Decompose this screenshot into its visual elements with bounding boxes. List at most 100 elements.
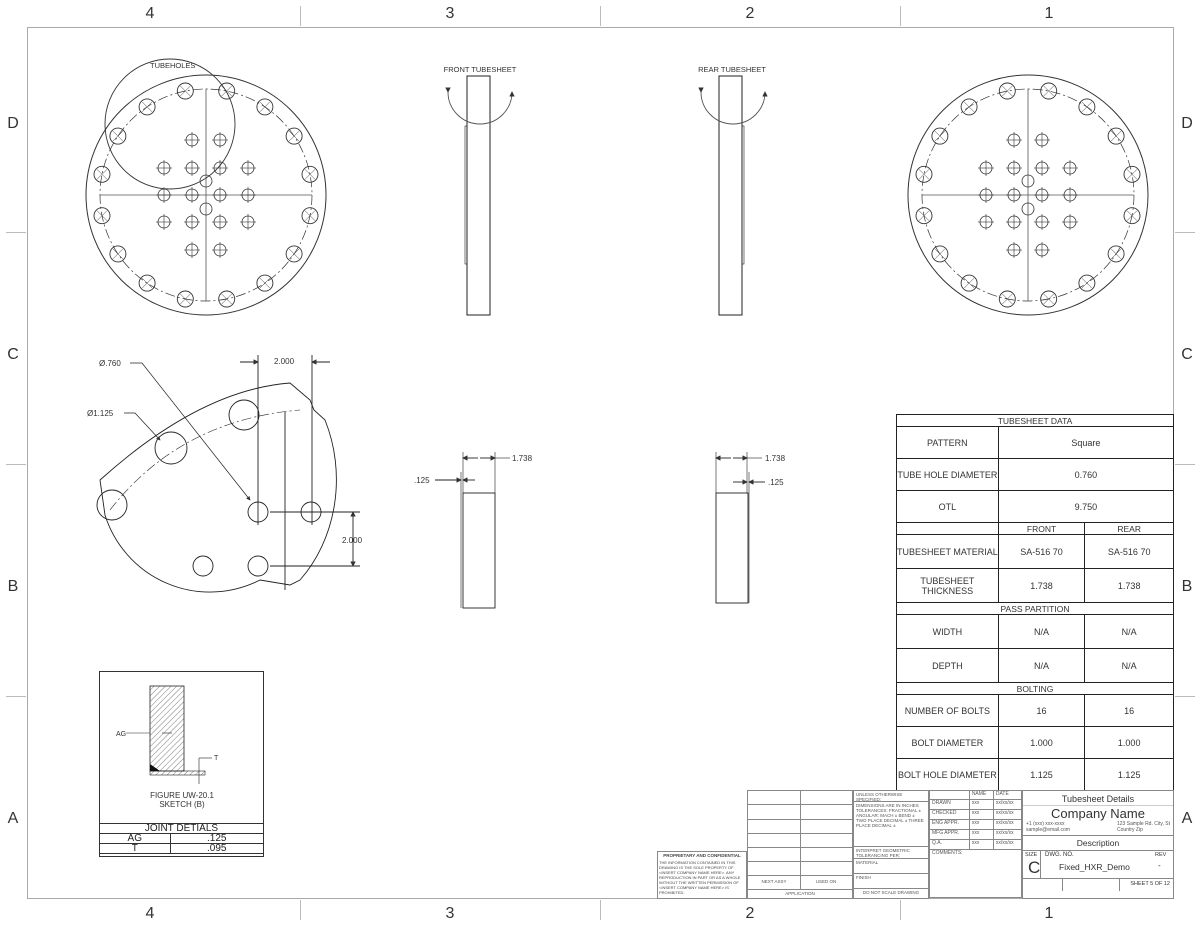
weld-label-ag: AG [116,731,126,738]
joint-row-value: .095 [169,843,265,854]
zone-col-1-top: 1 [1044,5,1054,22]
detail-circle [104,58,236,190]
tsd-col-front: FRONT [997,522,1086,535]
zone-divider [300,900,301,920]
tsd-rear: 1.000 [1084,726,1174,759]
rear-thickness-dim: 1.738 [765,454,786,463]
tsd-front: 1.125 [997,758,1086,791]
tsd-front: 16 [997,694,1086,727]
figure-subtitle: SKETCH (B) [159,800,205,809]
zone-divider [900,900,901,920]
rear-section-view [715,452,765,604]
joint-row-name: T [99,843,171,854]
zone-divider [900,6,901,26]
zone-divider [600,900,601,920]
company-address1: 123 Sample Rd. City, St [1117,821,1170,827]
proprietary-title: PROPRIETARY AND CONFIDENTIAL [663,853,741,858]
tsd-title: TUBESHEET DATA [896,414,1174,427]
joint-row-name: AG [99,833,171,844]
proprietary-notice: PROPRIETARY AND CONFIDENTIAL THE INFORMA… [657,851,747,899]
tsd-label: TUBE HOLE DIAMETER [896,458,999,491]
tsd-label: OTL [896,490,999,523]
sig-col-date: DATE [992,790,1023,800]
tsd-label: PATTERN [896,426,999,459]
drawing-frame [27,27,1174,899]
size-value: C [1028,858,1041,877]
tsd-section-pass-partition: PASS PARTITION [896,602,1174,615]
zone-row-a-right: A [1181,810,1193,827]
sig-name: xxx [968,809,994,820]
zone-col-2-bottom: 2 [745,905,755,922]
next-assy-label: NEXT ASSY [761,879,787,884]
sig-role: Q.A. [929,839,970,850]
sig-date: xx/xx/xx [992,829,1023,840]
tsd-label: TUBESHEET THICKNESS [896,568,999,603]
joint-details-table: JOINT DETIALS AG.125 T.095 [99,823,265,854]
finish-label: FINISH [854,874,928,889]
material-label: MATERIAL [854,859,928,874]
rear-groove-dim: .125 [768,478,784,487]
joint-details-box: AG T FIGURE UW-20.1 SKETCH (B) [99,671,264,857]
zone-col-4-top: 4 [145,5,155,22]
dwg-no-label: DWG. NO. [1045,852,1074,858]
tolerances-block: UNLESS OTHERWISE SPECIFIED: DIMENSIONS A… [853,790,929,899]
tsd-label: BOLT DIAMETER [896,726,999,759]
zone-divider [300,6,301,26]
tsd-rear: N/A [1084,648,1174,683]
company-address2: Country Zip [1117,827,1143,833]
company-email: sample@email.com [1026,827,1070,833]
dim-vertical: 2.000 [342,536,363,545]
zone-divider [600,6,601,26]
zone-divider [6,464,26,465]
rev-label: REV [1155,852,1167,858]
tsd-rear: N/A [1084,614,1174,649]
tsd-front: N/A [997,614,1086,649]
tsd-rear: SA-516 70 [1084,534,1174,569]
unless-specified: UNLESS OTHERWISE SPECIFIED: [854,791,928,802]
dim-horizontal: 2.000 [274,357,295,366]
comments-label: COMMENTS: [929,849,1022,898]
tsd-rear: 1.125 [1084,758,1174,791]
application-block: NEXT ASSY USED ON APPLICATION [747,790,853,899]
zone-col-3-top: 3 [445,5,455,22]
sig-date: xx/xx/xx [992,819,1023,830]
zone-row-a-left: A [7,810,19,827]
front-tubesheet-label: FRONT TUBESHEET [444,65,517,74]
zone-divider [1175,232,1195,233]
no-scale-label: DO NOT SCALE DRAWING [862,890,920,895]
drawing-title: Tubesheet Details [1023,791,1173,806]
tsd-rear: 16 [1084,694,1174,727]
zone-col-1-bottom: 1 [1044,905,1054,922]
zone-row-c-left: C [7,346,19,363]
rev-value: - [1158,861,1161,870]
sig-name: xxx [968,829,994,840]
tsd-label: BOLT HOLE DIAMETER [896,758,999,791]
tsd-label: DEPTH [896,648,999,683]
sig-name: xxx [968,839,994,850]
used-on-label: USED ON [815,879,837,884]
tsd-col-rear: REAR [1084,522,1174,535]
zone-row-d-right: D [1181,115,1193,132]
company-name: Company Name [1051,806,1145,821]
rear-tubesheet-label: REAR TUBESHEET [698,65,766,74]
dims-text: DIMENSIONS ARE IN INCHES TOLERANCES: FRA… [854,802,928,847]
weld-sketch: AG T FIGURE UW-20.1 SKETCH (B) [116,685,219,809]
zone-row-d-left: D [7,115,19,132]
front-thickness-dim: 1.738 [512,454,533,463]
rear-face-view [908,75,1148,315]
sig-role: ENG APPR. [929,819,970,830]
dwg-no-value: Fixed_HXR_Demo [1059,862,1130,872]
zone-divider [1175,464,1195,465]
sig-date: xx/xx/xx [992,799,1023,810]
tsd-front: N/A [997,648,1086,683]
zone-row-b-right: B [1181,578,1193,595]
front-groove-dim: .125 [414,476,430,485]
proprietary-text: THE INFORMATION CONTAINED IN THIS DRAWIN… [659,860,741,895]
zone-divider [6,232,26,233]
sig-col-name: NAME [968,790,994,800]
joint-details-title: JOINT DETIALS [99,823,264,834]
tsd-value: 0.760 [997,458,1175,491]
detail-view [96,355,360,593]
tsd-label: TUBESHEET MATERIAL [896,534,999,569]
sig-date: xx/xx/xx [992,809,1023,820]
